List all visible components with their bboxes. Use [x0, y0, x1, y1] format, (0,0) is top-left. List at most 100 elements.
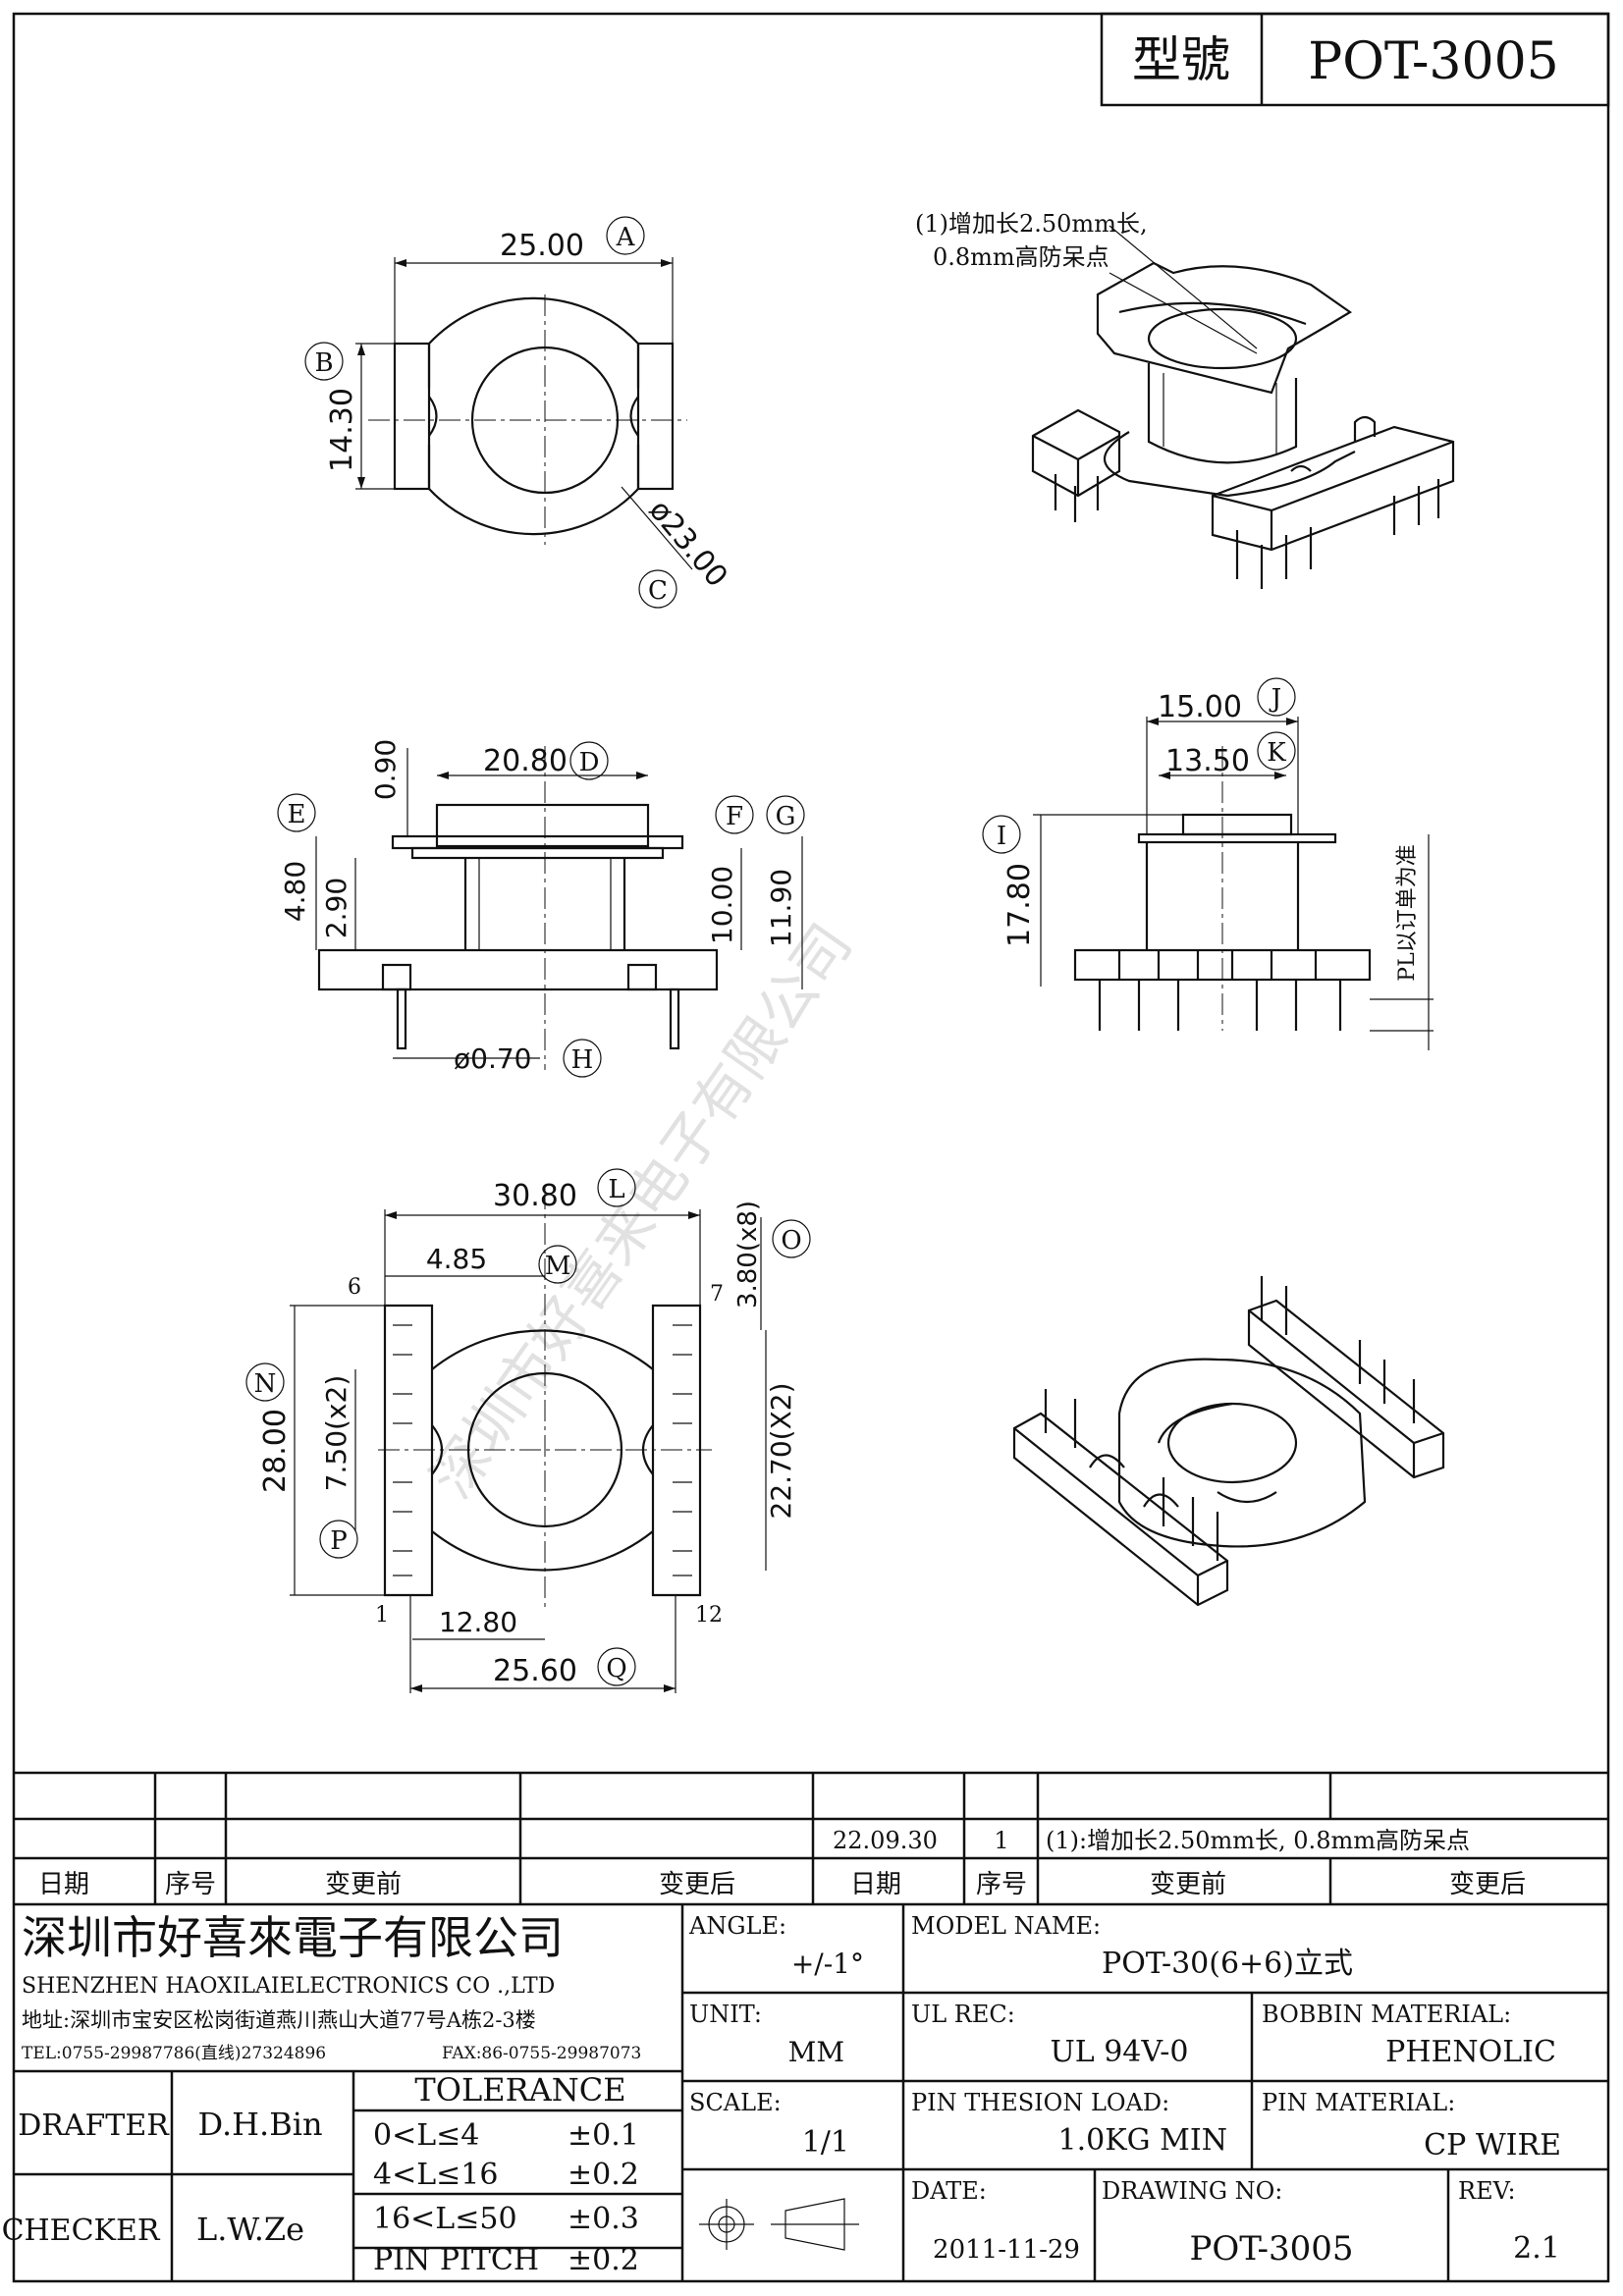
checker-label: CHECKER	[2, 2214, 161, 2248]
angle-label: ANGLE:	[688, 1912, 786, 1940]
svg-text:N: N	[254, 1369, 277, 1399]
dim-l: 30.80	[493, 1179, 577, 1213]
svg-text:C: C	[648, 576, 668, 606]
dim-d: 20.80	[483, 744, 568, 778]
company-fax: FAX:86-0755-29987073	[442, 2044, 641, 2063]
rev-header-after: 变更后	[659, 1870, 735, 1899]
note-line1: (1)增加长2.50mm长,	[915, 210, 1148, 238]
dim-q: 25.60	[493, 1654, 577, 1688]
projection-symbol-icon	[699, 2198, 859, 2251]
marker-q: Q	[597, 1647, 636, 1686]
dim-g1: 10.00	[706, 866, 738, 944]
rev-date: 22.09.30	[833, 1827, 938, 1854]
marker-d: D	[569, 741, 609, 780]
checker-value: L.W.Ze	[196, 2211, 304, 2248]
tolerance-range-4: PIN PITCH	[373, 2243, 539, 2277]
tolerance-range-3: 16<L≤50	[373, 2202, 517, 2236]
marker-i: I	[982, 815, 1021, 854]
dim-a: 25.00	[500, 229, 584, 263]
svg-text:E: E	[288, 800, 306, 829]
marker-b: B	[304, 342, 344, 381]
dim-h: ø0.70	[454, 1042, 531, 1075]
dim-e-inner: 2.90	[320, 878, 352, 938]
marker-a: A	[606, 216, 645, 255]
dim-r: 22.70(X2)	[765, 1382, 797, 1519]
marker-f: F	[715, 795, 754, 834]
title-block: 深圳市好喜來電子有限公司 SHENZHEN HAOXILAIELECTRONIC…	[2, 1904, 1608, 2281]
tolerance-range-1: 0<L≤4	[373, 2118, 479, 2153]
dim-i: 17.80	[1002, 863, 1037, 947]
marker-g: G	[766, 795, 805, 834]
rev-value: 2.1	[1513, 2231, 1560, 2266]
dim-m: 4.85	[426, 1243, 487, 1275]
tolerance-value-2: ±0.2	[568, 2158, 639, 2192]
marker-m: M	[538, 1245, 577, 1284]
marker-l: L	[597, 1168, 636, 1207]
ul-label: UL REC:	[911, 2001, 1015, 2028]
marker-c: C	[638, 569, 677, 609]
dim-n: 28.00	[258, 1409, 293, 1493]
tolerance-value-4: ±0.2	[568, 2243, 639, 2277]
pin-load-value: 1.0KG MIN	[1058, 2123, 1227, 2158]
company-tel: TEL:0755-29987786(直线)27324896	[22, 2044, 326, 2063]
marker-j: J	[1257, 677, 1296, 717]
company-address: 地址:深圳市宝安区松岗街道燕川燕山大道77号A栋2-3楼	[22, 2008, 536, 2032]
front-view: 20.80 0.90 4.80 2.90 10.00 11.90 ø0.70	[279, 739, 803, 1075]
model-header-value: POT-3005	[1308, 32, 1559, 91]
marker-o: O	[772, 1219, 811, 1258]
svg-text:A: A	[616, 223, 636, 252]
drawing-no-label: DRAWING NO:	[1102, 2177, 1282, 2205]
svg-text:D: D	[579, 748, 600, 777]
bottom-view: 30.80 4.85 28.00 7.50(x2) 22.70(X2) 3.80…	[258, 1179, 797, 1693]
svg-text:O: O	[781, 1226, 801, 1255]
rev-header-date: 日期	[38, 1870, 89, 1899]
pin-material-value: CP WIRE	[1424, 2128, 1561, 2163]
svg-text:I: I	[997, 822, 1006, 851]
rev-header-no-2: 序号	[976, 1870, 1027, 1899]
svg-text:G: G	[776, 802, 796, 831]
dim-o: 3.80(x8)	[733, 1201, 763, 1308]
dim-p: 7.50(x2)	[320, 1375, 352, 1492]
watermark: 深圳市好喜来电子有限公司	[418, 912, 865, 1510]
pin-load-label: PIN THESION LOAD:	[911, 2089, 1169, 2116]
pin-material-label: PIN MATERIAL:	[1262, 2089, 1455, 2116]
pin-label-12: 12	[695, 1603, 723, 1628]
marker-p: P	[319, 1520, 358, 1559]
company-name-en: SHENZHEN HAOXILAIELECTRONICS CO .,LTD	[22, 1974, 555, 1999]
model-header: 型號 POT-3005	[1100, 12, 1610, 107]
pin-label-1: 1	[375, 1603, 389, 1628]
rev-header-after-2: 变更后	[1449, 1870, 1526, 1899]
drawing-no-value: POT-3005	[1189, 2229, 1353, 2269]
dim-b: 14.30	[325, 388, 359, 472]
top-view: 25.00 14.30 ø23.00	[325, 229, 734, 594]
iso-view-top: (1)增加长2.50mm长, 0.8mm高防呆点	[915, 210, 1455, 589]
date-label: DATE:	[911, 2177, 987, 2205]
dim-j: 15.00	[1158, 690, 1242, 724]
rev-description: (1):增加长2.50mm长, 0.8mm高防呆点	[1046, 1827, 1470, 1854]
svg-text:H: H	[571, 1045, 594, 1075]
ul-value: UL 94V-0	[1050, 2035, 1188, 2069]
rev-header-date-2: 日期	[850, 1870, 901, 1899]
tolerance-title: TOLERANCE	[414, 2071, 625, 2109]
scale-value: 1/1	[802, 2125, 849, 2160]
scale-label: SCALE:	[689, 2089, 782, 2116]
rev-no: 1	[994, 1827, 1008, 1854]
marker-k: K	[1257, 731, 1296, 771]
unit-label: UNIT:	[689, 2001, 762, 2028]
iso-view-bottom	[1012, 1276, 1445, 1607]
dim-k: 13.50	[1165, 744, 1250, 778]
tolerance-value-3: ±0.3	[568, 2202, 639, 2236]
rev-label: REV:	[1458, 2177, 1516, 2205]
angle-value: +/-1°	[791, 1948, 864, 1980]
svg-text:Q: Q	[606, 1654, 626, 1683]
model-header-label: 型號	[1132, 31, 1230, 88]
pin-label-6: 6	[348, 1275, 361, 1300]
marker-h: H	[563, 1039, 602, 1078]
bobbin-material-value: PHENOLIC	[1385, 2035, 1556, 2069]
sheet-border	[12, 12, 1610, 2283]
dim-s: 12.80	[439, 1606, 517, 1638]
dim-top: 0.90	[369, 739, 402, 800]
reference-markers: A B C D E F G H I J K L M N O P Q	[245, 216, 1296, 1686]
svg-text:K: K	[1267, 738, 1286, 768]
